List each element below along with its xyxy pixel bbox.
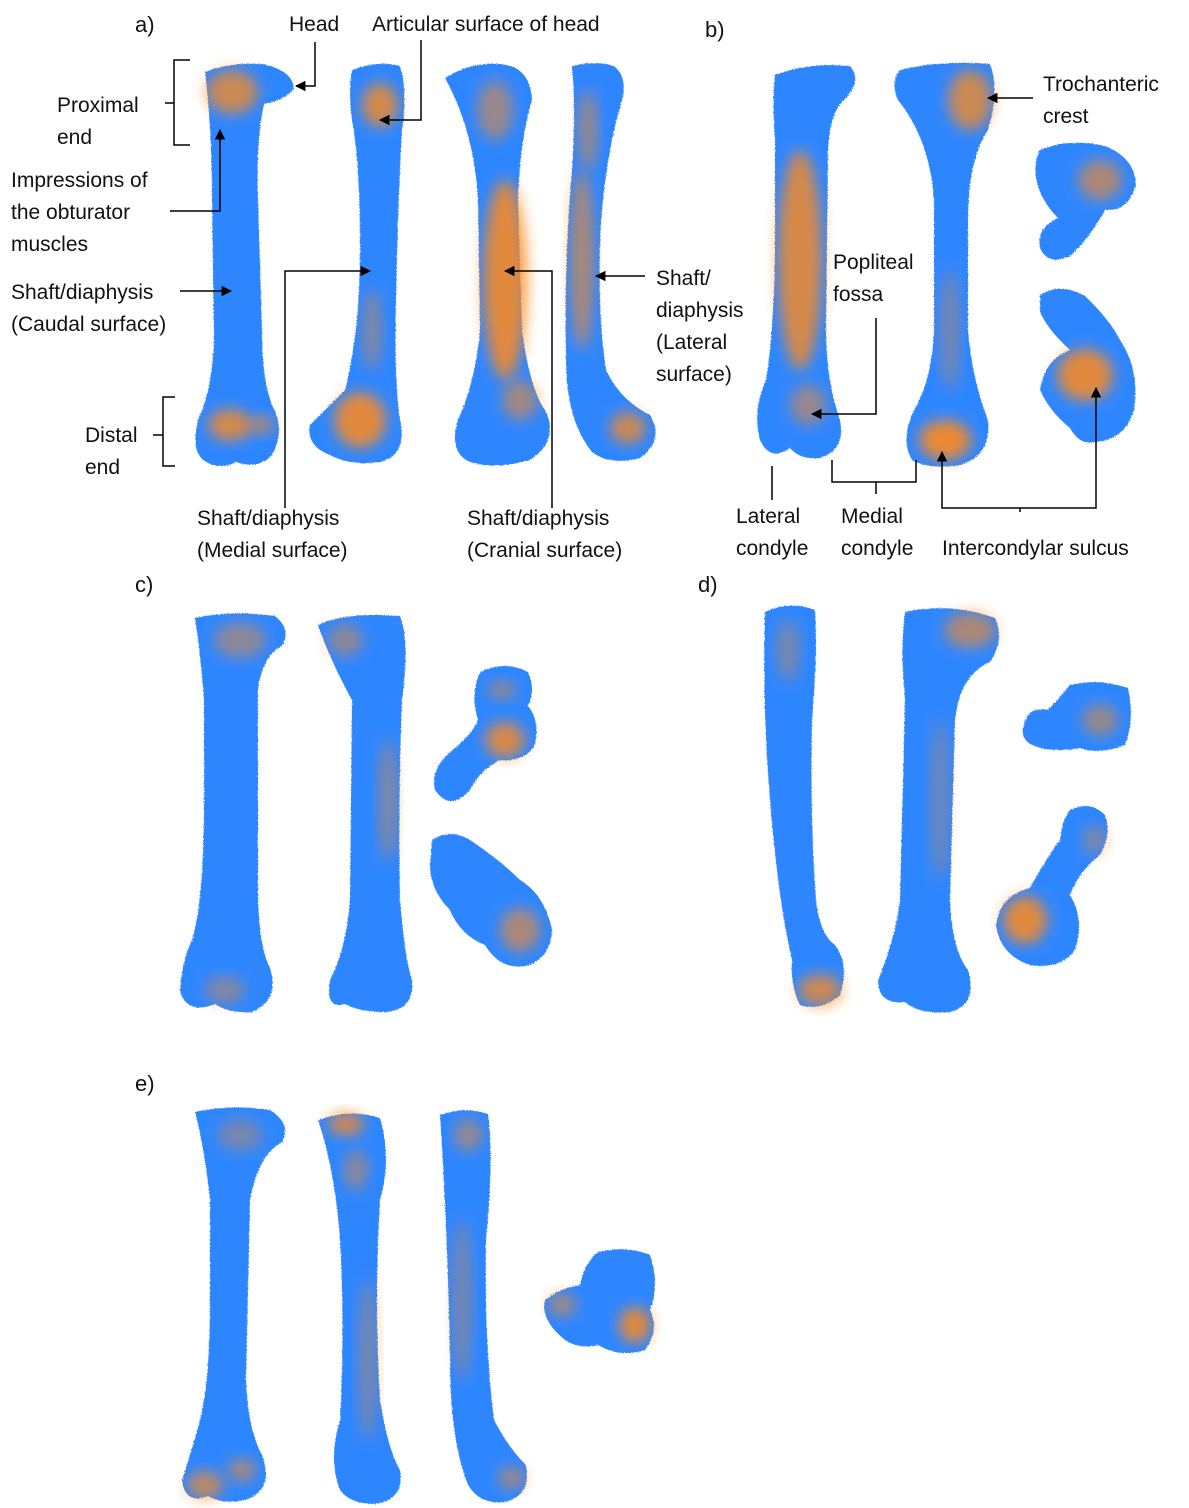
label-shaft-lateral-line3: (Lateral [656, 331, 727, 354]
femur-lateral-view [566, 63, 656, 461]
label-popliteal-line2: fossa [833, 283, 884, 306]
panel-label-d: d) [698, 572, 718, 597]
bracket-medial-condyle [832, 460, 916, 494]
panel-a: a) Head [11, 12, 744, 562]
panel-e: e) [135, 1071, 655, 1504]
femur-e-lateral [440, 1110, 527, 1502]
panel-label-b: b) [705, 17, 725, 42]
label-intercondylar-sulcus: Intercondylar sulcus [942, 537, 1129, 560]
label-articular-surface: Articular surface of head [372, 13, 600, 36]
femur-e-medial [318, 1112, 401, 1504]
femur-b-distal-endview [1040, 289, 1135, 443]
label-shaft-cranial-line1: Shaft/diaphysis [467, 507, 609, 530]
label-lateral-condyle-line2: condyle [736, 537, 808, 560]
label-trochanteric-line1: Trochanteric [1043, 73, 1159, 96]
femur-d-proximal-endview [1023, 682, 1131, 751]
panel-label-e: e) [135, 1071, 155, 1096]
label-impressions-line1: Impressions of [11, 169, 148, 192]
panel-c: c) [135, 572, 552, 1012]
leader-head [296, 42, 315, 86]
panel-label-a: a) [135, 12, 155, 37]
label-lateral-condyle-line1: Lateral [736, 505, 800, 528]
label-shaft-lateral-line1: Shaft/ [656, 267, 711, 290]
femur-cranial-view [445, 64, 550, 466]
panel-label-c: c) [135, 572, 153, 597]
label-head: Head [289, 13, 339, 36]
label-shaft-lateral-line4: surface) [656, 363, 732, 386]
label-shaft-medial-line2: (Medial surface) [197, 539, 348, 562]
label-popliteal-line1: Popliteal [833, 251, 914, 274]
label-distal: Distal [85, 424, 138, 447]
femur-c-caudal [180, 613, 286, 1012]
femur-caudal-view [195, 64, 294, 466]
label-medial-condyle-line2: condyle [841, 537, 913, 560]
panel-d: d) [698, 572, 1131, 1013]
bracket-distal-end [153, 397, 175, 466]
bracket-proximal-end [165, 60, 190, 145]
label-impressions-line2: the obturator [11, 201, 130, 224]
label-trochanteric-line2: crest [1043, 105, 1089, 128]
femur-d-lateral [764, 605, 844, 1007]
femur-d-cranial [878, 608, 999, 1012]
label-proximal: Proximal [57, 94, 139, 117]
femur-medial-view [309, 64, 404, 463]
femur-e-caudal [182, 1107, 285, 1501]
label-proximal-end: end [57, 126, 92, 149]
femur-c-distal-endview [430, 834, 552, 967]
femur-e-endview [544, 1249, 655, 1353]
femur-c-proximal-endview [434, 666, 536, 801]
panel-b: b) Trochanteric crest Popliteal fossa La… [705, 17, 1159, 560]
label-impressions-line3: muscles [11, 233, 88, 256]
label-shaft-cranial-line2: (Cranial surface) [467, 539, 622, 562]
label-shaft-lateral-line2: diaphysis [656, 299, 744, 322]
label-shaft-caudal-line1: Shaft/diaphysis [11, 281, 153, 304]
femur-c-cranial [318, 615, 412, 1012]
femur-b-proximal-endview [1036, 143, 1137, 260]
label-medial-condyle-line1: Medial [841, 505, 903, 528]
label-shaft-medial-line1: Shaft/diaphysis [197, 507, 339, 530]
label-distal-end: end [85, 456, 120, 479]
femur-d-distal-endview [996, 806, 1108, 966]
label-shaft-caudal-line2: (Caudal surface) [11, 313, 166, 336]
